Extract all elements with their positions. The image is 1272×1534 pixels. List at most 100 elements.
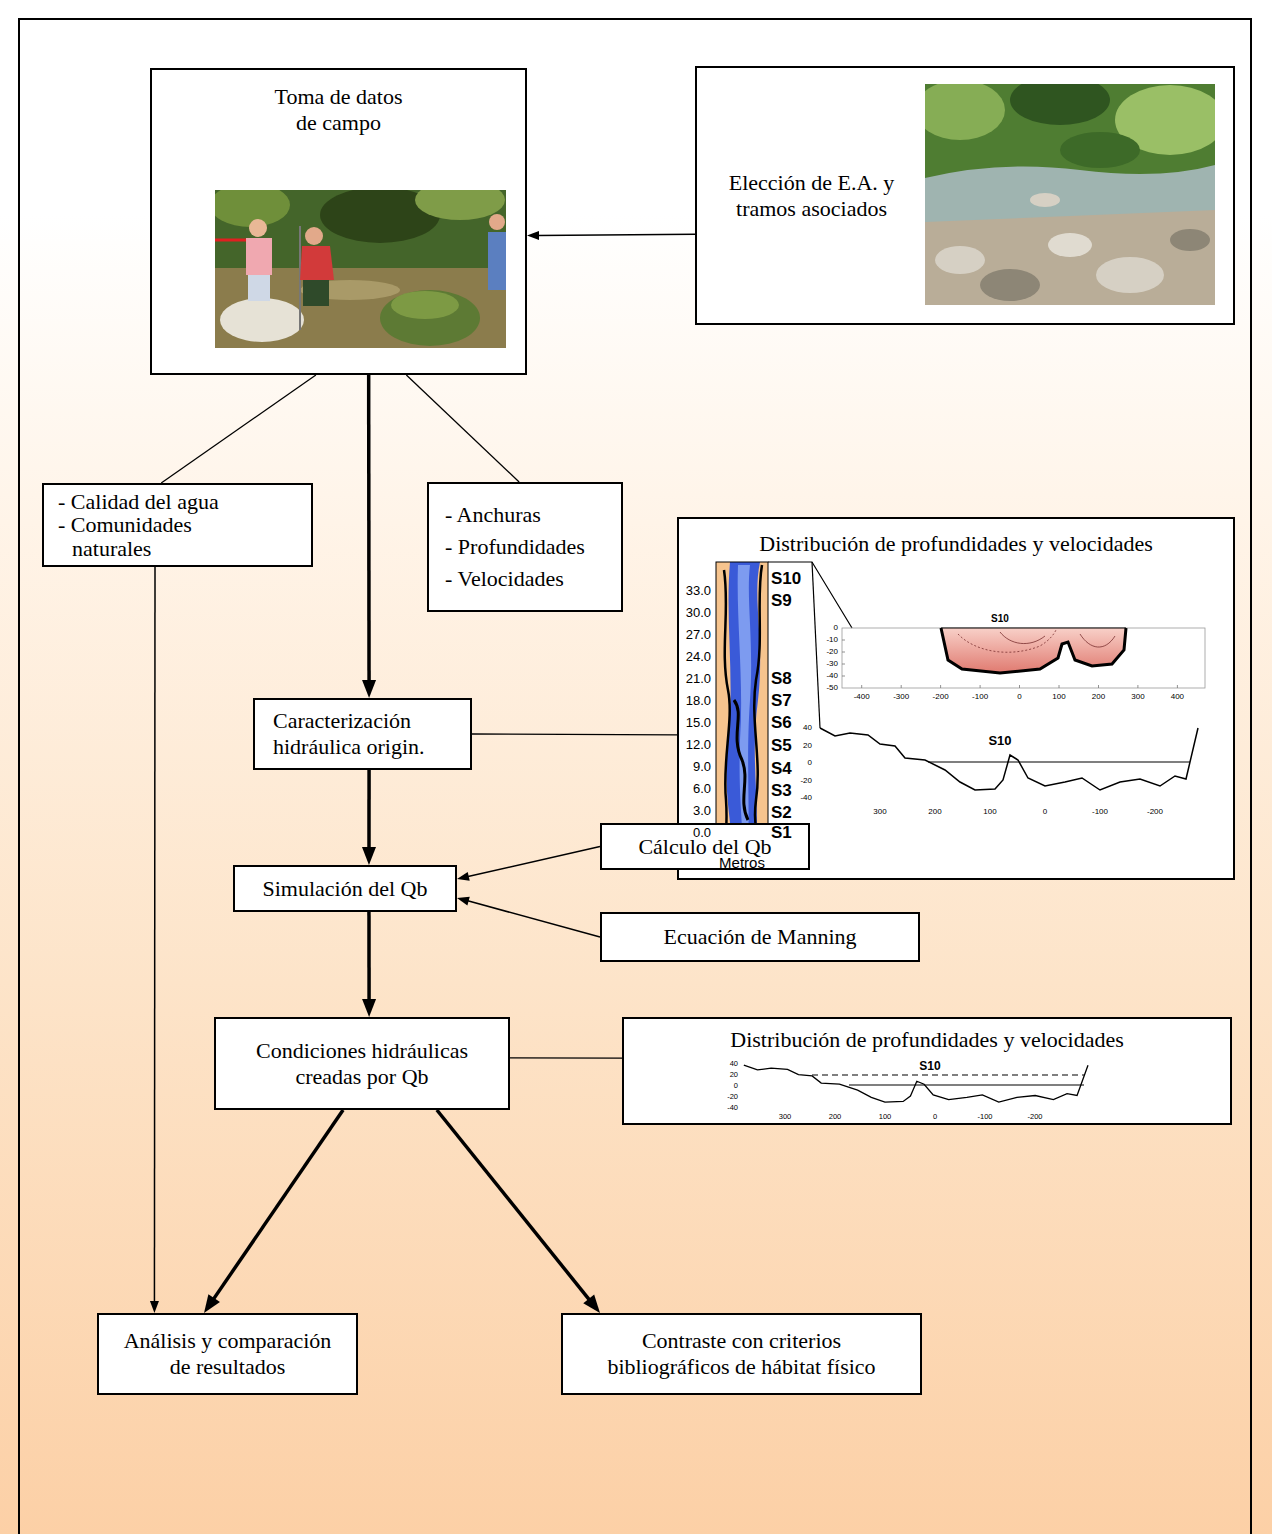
connector-line [154, 567, 156, 1303]
result-box: Análisis y comparación de resultados [97, 1313, 358, 1395]
chart-frame [842, 628, 1205, 688]
photo-person [303, 280, 329, 306]
connector-group [510, 1057, 622, 1058]
photo-person [249, 219, 267, 237]
contour-line [754, 565, 762, 848]
section-label: S4 [771, 760, 792, 777]
photo-rock [1170, 229, 1210, 251]
axis-tick: -30 [826, 660, 838, 668]
axis-tick: -40 [727, 1104, 738, 1112]
photo-stone [220, 298, 304, 342]
leader-line [768, 562, 852, 628]
axis-tick: -50 [826, 684, 838, 692]
axis-tick: 0.0 [693, 826, 711, 839]
box-label: Condiciones hidráulicas creadas por Qb [226, 1038, 498, 1090]
axis-tick: 100 [879, 1113, 892, 1121]
arrowhead [204, 1294, 220, 1313]
photo-bank [925, 210, 1215, 305]
axis-tick: 300 [779, 1113, 792, 1121]
velocity-contour [958, 630, 1056, 652]
axis-tick: -100 [1092, 808, 1108, 816]
photo-person [300, 246, 334, 280]
photo-person [305, 227, 323, 245]
photo-person [246, 238, 272, 275]
velocity-contour [1000, 632, 1045, 644]
axis-tick: 300 [873, 808, 886, 816]
photo-box: Elección de E.A. y tramos asociados [695, 66, 1235, 325]
box-label: Análisis y comparación de resultados [121, 1328, 334, 1380]
arrowhead [150, 1301, 159, 1313]
box-label: - Calidad del agua [58, 490, 258, 513]
axis-tick: 200 [829, 1113, 842, 1121]
cross-section-profile [820, 728, 1198, 790]
main-flow-arrow [437, 1110, 591, 1301]
axis-tick: 0 [734, 1082, 738, 1090]
axis-tick: -200 [933, 693, 949, 701]
process-box: Caracterización hidráulica origin. [253, 698, 472, 770]
axis-tick: 100 [1052, 693, 1065, 701]
box-ground [150, 68, 527, 375]
photo-rock [1048, 233, 1092, 257]
connector-group [527, 231, 695, 240]
connector-group [437, 1110, 600, 1313]
connector-group [150, 567, 159, 1313]
axis-tick: 15.0 [686, 716, 711, 729]
cross-section-profile [744, 1065, 1088, 1102]
arrowhead [362, 847, 376, 865]
process-box: Simulación del Qb [233, 865, 457, 912]
axis-tick: 0 [933, 1113, 937, 1121]
arrowhead [362, 680, 376, 698]
connector-group [457, 847, 600, 881]
section-label: S1 [771, 824, 792, 841]
connector-group [472, 734, 677, 736]
axis-tick: -40 [800, 794, 812, 802]
arrowhead [457, 872, 470, 881]
axis-tick: 20 [730, 1071, 738, 1079]
river-photo [925, 84, 1215, 305]
section-label: S7 [771, 692, 792, 709]
photo-rock [1030, 193, 1060, 207]
contour-line [724, 570, 730, 848]
section-label: S2 [771, 804, 792, 821]
connector-group [161, 375, 316, 483]
water-level-qb [812, 1074, 1084, 1075]
process-box: Condiciones hidráulicas creadas por Qb [214, 1017, 510, 1110]
contour-plot [724, 562, 762, 848]
box-label: - Profundidades [445, 534, 585, 560]
axis-tick: 27.0 [686, 628, 711, 641]
axis-tick: 200 [1092, 693, 1105, 701]
photo-rock [980, 269, 1040, 301]
axis-tick: -20 [727, 1093, 738, 1101]
velocity-contour [1080, 634, 1115, 647]
axis-tick: 0 [1017, 693, 1021, 701]
box-label: Simulación del Qb [263, 876, 428, 902]
connector-line [467, 847, 600, 877]
arrowhead [583, 1295, 600, 1313]
contour-plot [716, 562, 768, 848]
axis-tick: -400 [854, 693, 870, 701]
photo-person [488, 232, 506, 290]
chart-title: S10 [919, 1060, 940, 1072]
axis-tick: -40 [826, 672, 838, 680]
box-label: Ecuación de Manning [663, 924, 856, 950]
axis-tick: -300 [893, 693, 909, 701]
axis-tick: 24.0 [686, 650, 711, 663]
photo-rock [935, 246, 985, 274]
water-level [928, 761, 1190, 762]
chart-title: S10 [988, 734, 1011, 747]
box-label: Elección de E.A. y tramos asociados [709, 170, 914, 222]
axis-tick: 33.0 [686, 584, 711, 597]
main-flow-arrow [367, 770, 371, 850]
axis-tick: 21.0 [686, 672, 711, 685]
connector-group [362, 770, 376, 865]
box-label: Caracterización hidráulica origin. [273, 708, 452, 760]
photo-tape [215, 239, 246, 242]
connector-line [467, 901, 600, 937]
axis-tick: 12.0 [686, 738, 711, 751]
axis-tick: 40 [803, 724, 812, 732]
chart-title: S10 [991, 614, 1009, 624]
box-label: Contraste con criterios bibliográficos d… [599, 1328, 884, 1380]
axis-tick: 18.0 [686, 694, 711, 707]
